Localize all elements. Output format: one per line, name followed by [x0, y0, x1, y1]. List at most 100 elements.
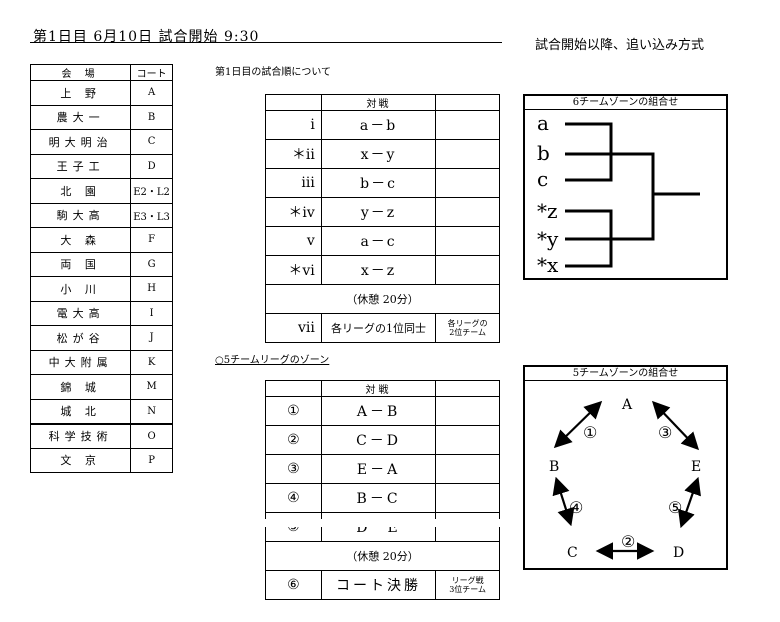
league-result — [435, 396, 500, 426]
order-break: （休憩 20分） — [265, 284, 500, 314]
venue-row: 科学技術 O — [29, 423, 173, 449]
zone6-team: c — [537, 167, 548, 191]
venue-court: G — [130, 251, 173, 277]
league-heading: ○5チームリーグのゾーン — [215, 355, 330, 366]
venue-name: 上 野 — [29, 80, 132, 106]
zone5-title: 5チームゾーンの組合せ — [525, 367, 726, 381]
venue-court: J — [130, 325, 173, 351]
venue-court: M — [130, 374, 173, 400]
venue-row: 農大一 B — [29, 104, 173, 130]
order-pair: a－b — [320, 110, 437, 140]
venue-court: I — [130, 300, 173, 326]
venue-row: 中大附属 K — [29, 349, 173, 375]
order-no: ＊ⅳ — [265, 197, 322, 227]
venue-row: 上 野 A — [29, 80, 173, 106]
venue-court: F — [130, 227, 173, 253]
league-result — [435, 454, 500, 484]
order-result — [435, 255, 500, 285]
venue-name: 城 北 — [29, 398, 132, 425]
order-heading: 第1日目の試合順について — [215, 67, 332, 78]
order-pair: b－c — [320, 168, 437, 198]
zone5-team: A — [621, 397, 633, 413]
venue-row: 両 国 G — [29, 251, 173, 277]
venue-name: 電大高 — [29, 300, 132, 326]
order-result — [435, 226, 500, 256]
order-pair: a－c — [320, 226, 437, 256]
order-pair: x－y — [320, 139, 437, 169]
order-result — [435, 168, 500, 198]
order-final-no: ⅶ — [265, 313, 322, 343]
order-row: ⅲ b－c — [265, 168, 500, 198]
venue-court: O — [130, 423, 173, 449]
venue-name: 松が谷 — [29, 325, 132, 351]
venue-header: 会 場 — [29, 64, 132, 81]
zone5-arrow-label: ④ — [569, 498, 583, 517]
league-result — [435, 425, 500, 455]
venue-row: 王子工 D — [29, 153, 173, 179]
venue-court: N — [130, 398, 173, 425]
venue-court: B — [130, 104, 173, 130]
league-row: ⑤ D－E — [265, 512, 500, 542]
zone5-arrow-label: ② — [621, 532, 635, 551]
venue-court: C — [130, 129, 173, 155]
league-col-match: 対戦 — [320, 380, 437, 397]
venue-row: 松が谷 J — [29, 325, 173, 351]
league-no: ④ — [265, 483, 322, 513]
zone6-team: *y — [537, 227, 559, 251]
venue-row: 電大高 I — [29, 300, 173, 326]
venue-name: 北 園 — [29, 178, 132, 204]
venue-row: 城 北 N — [29, 398, 173, 425]
venue-name: 科学技術 — [29, 423, 132, 449]
league-result — [435, 483, 500, 513]
venue-row: 駒大高 E3・L3 — [29, 202, 173, 228]
rule-note: 試合開始以降、追い込み方式 — [535, 38, 705, 53]
league-no: ② — [265, 425, 322, 455]
venue-court: H — [130, 276, 173, 302]
zone5-arrow-label: ① — [583, 423, 597, 442]
league-no: ① — [265, 396, 322, 426]
league-row: ④ B－C — [265, 483, 500, 513]
venue-row: 錦 城 M — [29, 374, 173, 400]
league-no: ⑤ — [265, 512, 322, 542]
venue-row: 文 京 P — [29, 447, 173, 473]
league-row: ① A－B — [265, 396, 500, 426]
order-result — [435, 197, 500, 227]
venue-row: 明大明治 C — [29, 129, 173, 155]
league-row: ② C－D — [265, 425, 500, 455]
order-result — [435, 139, 500, 169]
league-table: 対戦 ① A－B ② C－D ③ E－A ④ B－C ⑤ — [265, 380, 500, 600]
league-pair: A－B — [320, 396, 437, 426]
venue-row: 大 森 F — [29, 227, 173, 253]
venue-row: 小 川 H — [29, 276, 173, 302]
league-row: ③ E－A — [265, 454, 500, 484]
order-row: ⅰ a－b — [265, 110, 500, 140]
league-final-no: ⑥ — [265, 570, 322, 600]
order-col-match: 対戦 — [320, 94, 437, 111]
venue-court: A — [130, 80, 173, 106]
venue-name: 小 川 — [29, 276, 132, 302]
table-gap — [262, 519, 504, 527]
order-no: ⅲ — [265, 168, 322, 198]
zone5-team: E — [691, 459, 701, 475]
league-final-note: リーグ戦 3位チーム — [435, 570, 500, 600]
league-pair: B－C — [320, 483, 437, 513]
zone6-team: b — [537, 141, 550, 165]
zone5-team: C — [567, 545, 578, 561]
order-no: ⅰ — [265, 110, 322, 140]
order-row: ⅴ a－c — [265, 226, 500, 256]
venue-court: E3・L3 — [130, 202, 173, 228]
venue-name: 駒大高 — [29, 202, 132, 228]
order-final-pair: 各リーグの1位同士 — [320, 313, 437, 343]
order-final-note: 各リーグの 2位チーム — [435, 313, 500, 343]
zone6-team: *z — [537, 199, 558, 223]
venue-court: E2・L2 — [130, 178, 173, 204]
order-row: ＊ⅵ x－z — [265, 255, 500, 285]
order-result — [435, 110, 500, 140]
order-table: 対戦 ⅰ a－b ＊ⅱ x－y ⅲ b－c ＊ⅳ y－z ⅴ — [265, 94, 500, 343]
zone5-team: B — [549, 459, 559, 475]
zone5-arrow-label: ③ — [658, 423, 672, 442]
order-pair: x－z — [320, 255, 437, 285]
league-pair: D－E — [320, 512, 437, 542]
